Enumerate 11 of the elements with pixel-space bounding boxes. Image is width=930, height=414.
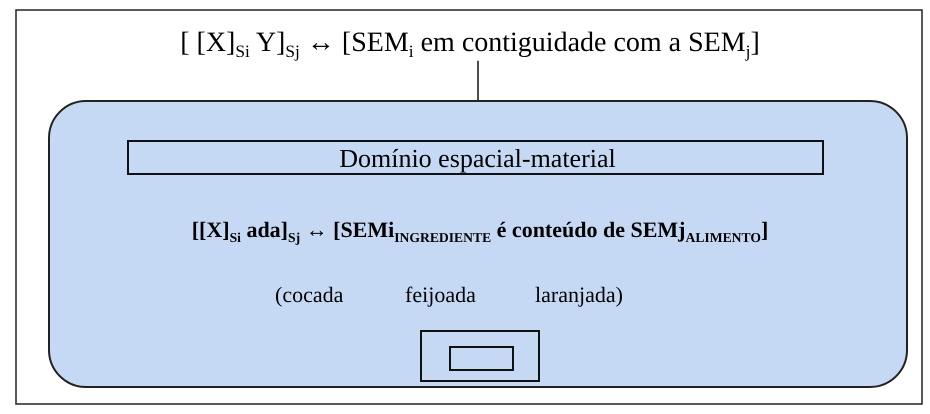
example-word: feijoada: [405, 283, 476, 308]
formula-text: [ [X]$_{Si}$ Y]$_{Sj}$ ↔ [SEM$_{i}$ em contiguidade com a SEM$_{j}$]: [179, 28, 761, 59]
example-word: laranjada): [535, 283, 623, 308]
domain-title-box: [127, 140, 824, 175]
outer-rectangle: [420, 330, 540, 382]
connector-line: [477, 60, 479, 100]
domain-panel: [48, 100, 908, 388]
domain-title: Domínio espacial-material: [338, 145, 617, 174]
inner-rectangle: [449, 346, 514, 371]
formula-text: [[X]$_{Si}$ ada]$_{Sj}$ ↔ [SEMi$_{INGREDIENTE}$ é conteúdo de SEMj$_{ALIMENTO}$]: [190, 218, 770, 242]
example-word: (cocada: [275, 283, 344, 308]
